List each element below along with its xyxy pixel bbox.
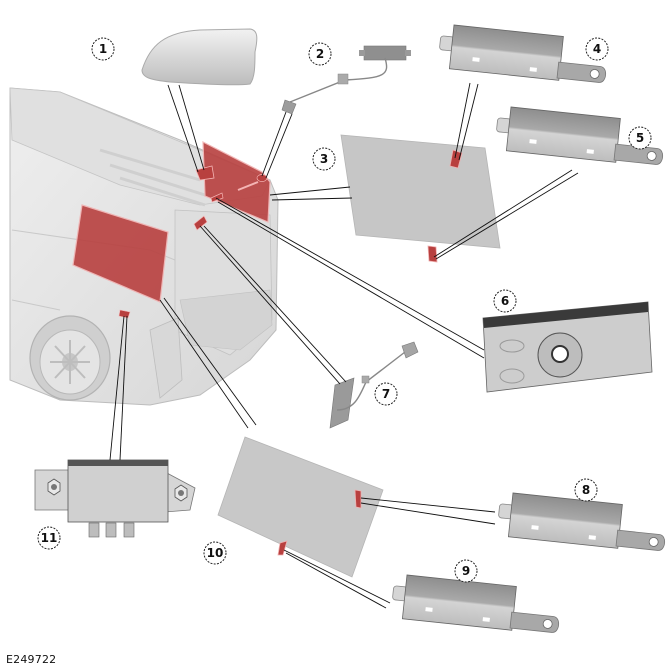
callout-label: 10 [207, 546, 224, 560]
callout-7: 7 [374, 382, 398, 406]
part-amplifier-4 [439, 24, 606, 83]
callout-9: 9 [454, 559, 478, 583]
part-antenna-module [482, 301, 653, 393]
part-antenna-panel-lower [217, 436, 384, 578]
callout-6: 6 [493, 289, 517, 313]
rear-window-highlight [202, 141, 271, 223]
callout-8: 8 [574, 478, 598, 502]
callout-1: 1 [91, 37, 115, 61]
part-control-module [34, 459, 196, 538]
callout-label: 2 [316, 47, 324, 61]
part-amplifier-5 [496, 106, 663, 165]
callout-label: 6 [501, 294, 509, 308]
callout-label: 9 [462, 564, 470, 578]
callout-label: 4 [593, 42, 601, 56]
part-antenna-panel-upper [340, 134, 501, 263]
callout-10: 10 [203, 541, 227, 565]
figure-reference-code: E249722 [6, 653, 57, 666]
callout-4: 4 [585, 37, 609, 61]
callout-label: 1 [99, 42, 107, 56]
callout-2: 2 [308, 42, 332, 66]
callout-11: 11 [37, 526, 61, 550]
callout-label: 8 [582, 483, 590, 497]
part-cable-harness-upper [281, 45, 411, 115]
vehicle-illustration [9, 87, 279, 406]
part-amplifier-8 [498, 492, 665, 551]
side-window-highlight [72, 204, 169, 303]
part-roof-antenna [141, 28, 258, 86]
callout-label: 7 [382, 387, 390, 401]
part-cable-harness-lower [329, 341, 419, 429]
leader-lines [109, 82, 579, 609]
callout-3: 3 [312, 147, 336, 171]
callout-label: 3 [320, 152, 328, 166]
callout-label: 5 [636, 131, 644, 145]
part-amplifier-9 [392, 574, 559, 633]
callout-label: 11 [41, 531, 58, 545]
callout-5: 5 [628, 126, 652, 150]
